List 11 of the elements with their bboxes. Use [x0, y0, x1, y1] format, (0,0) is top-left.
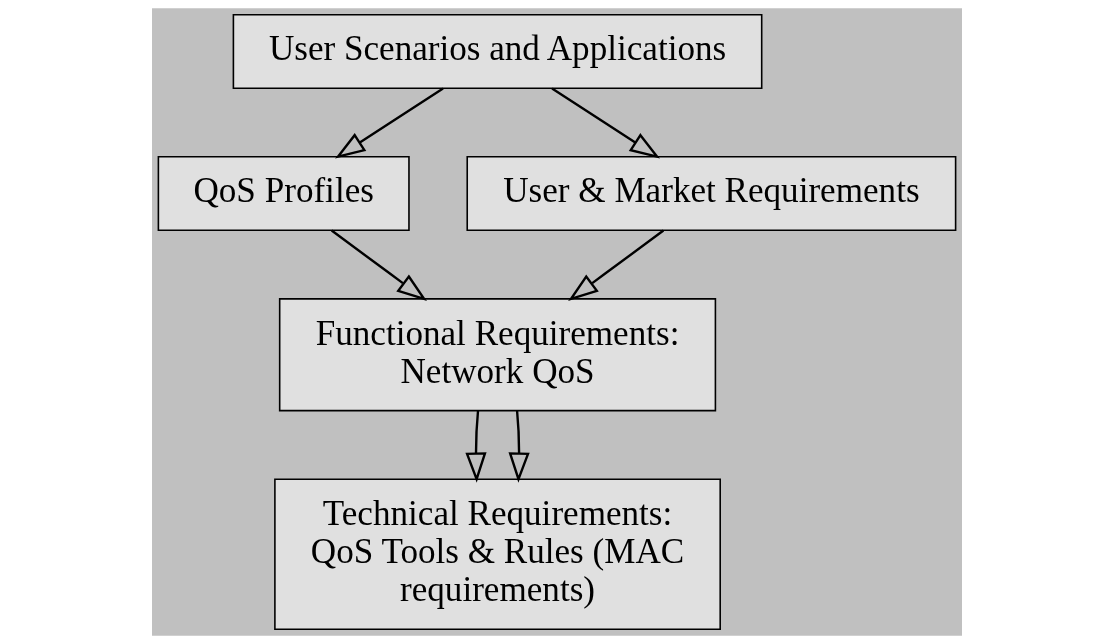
node-box: Functional Requirements: Network QoS — [278, 298, 717, 412]
arrow — [335, 87, 444, 159]
arrow — [465, 410, 487, 483]
node-box: QoS Profiles — [157, 156, 410, 232]
arrow — [330, 229, 427, 301]
arrow — [551, 87, 661, 159]
node-box: User Scenarios and Applications — [232, 13, 763, 89]
arrow — [508, 410, 530, 483]
arrow — [568, 229, 665, 301]
node-box: Technical Requirements: QoS Tools & Rules (MAC requirements) — [274, 478, 721, 631]
node-box: User & Market Requirements — [466, 156, 957, 232]
